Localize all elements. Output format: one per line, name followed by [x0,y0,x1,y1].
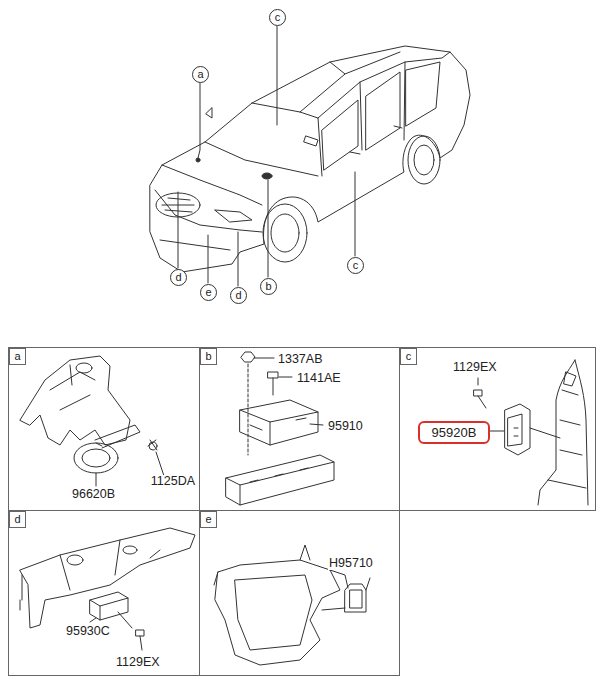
panel-letter: d [9,511,26,528]
part-number: 96620B [71,488,116,501]
callout-circle: b [260,278,277,295]
callout-circle: c [347,257,364,274]
callout-letter: d [235,290,241,301]
car-drawing [150,46,470,272]
part-number: 95930C [65,625,111,638]
part-number: 1337AB [277,353,323,366]
detail-panel: H95710 e [199,510,400,676]
part-number: 1141AE [296,372,342,385]
side-sensor-drawing [474,360,588,505]
part-number: 1129EX [452,361,498,374]
callout-letter: a [14,351,20,362]
detail-panel: 95930C 1129EX d [8,510,200,676]
panel-letter: a [9,348,26,365]
callout-letter: d [14,514,20,525]
callout-letter: a [197,69,203,80]
callout-letter: c [275,12,281,23]
panel-letter: e [200,511,217,528]
callout-circle: e [200,284,217,301]
callout-circle: d [170,269,187,286]
part-number: 1129EX [115,656,161,669]
part-number: H95710 [328,557,374,570]
callout-circle: a [192,66,209,83]
part-number: 1125DA [150,475,196,488]
callout-letter: e [205,514,211,525]
callout-letter: b [205,351,211,362]
horn-drawing [20,356,164,486]
detail-panel: 1129EX c 95920B [399,347,596,511]
callout-letter: e [205,287,211,298]
part-number: 95920B [432,426,477,439]
detail-panel: 1337AB 1141AE 95910 b [199,347,400,511]
callout-letter: c [406,351,412,362]
callout-circle: d [230,287,247,304]
callout-circle: c [269,9,286,26]
callout-letter: d [175,272,181,283]
callout-letter: b [265,281,271,292]
front-sensor-drawing [20,528,195,650]
panel-letter: c [400,348,417,365]
leader-lines [178,26,355,286]
callout-letter: c [353,260,359,271]
highlighted-part: 95920B [418,421,490,444]
detail-panel: 1125DA 96620B a [8,347,200,511]
part-number: 95910 [327,420,364,433]
panel-letter: b [200,348,217,365]
